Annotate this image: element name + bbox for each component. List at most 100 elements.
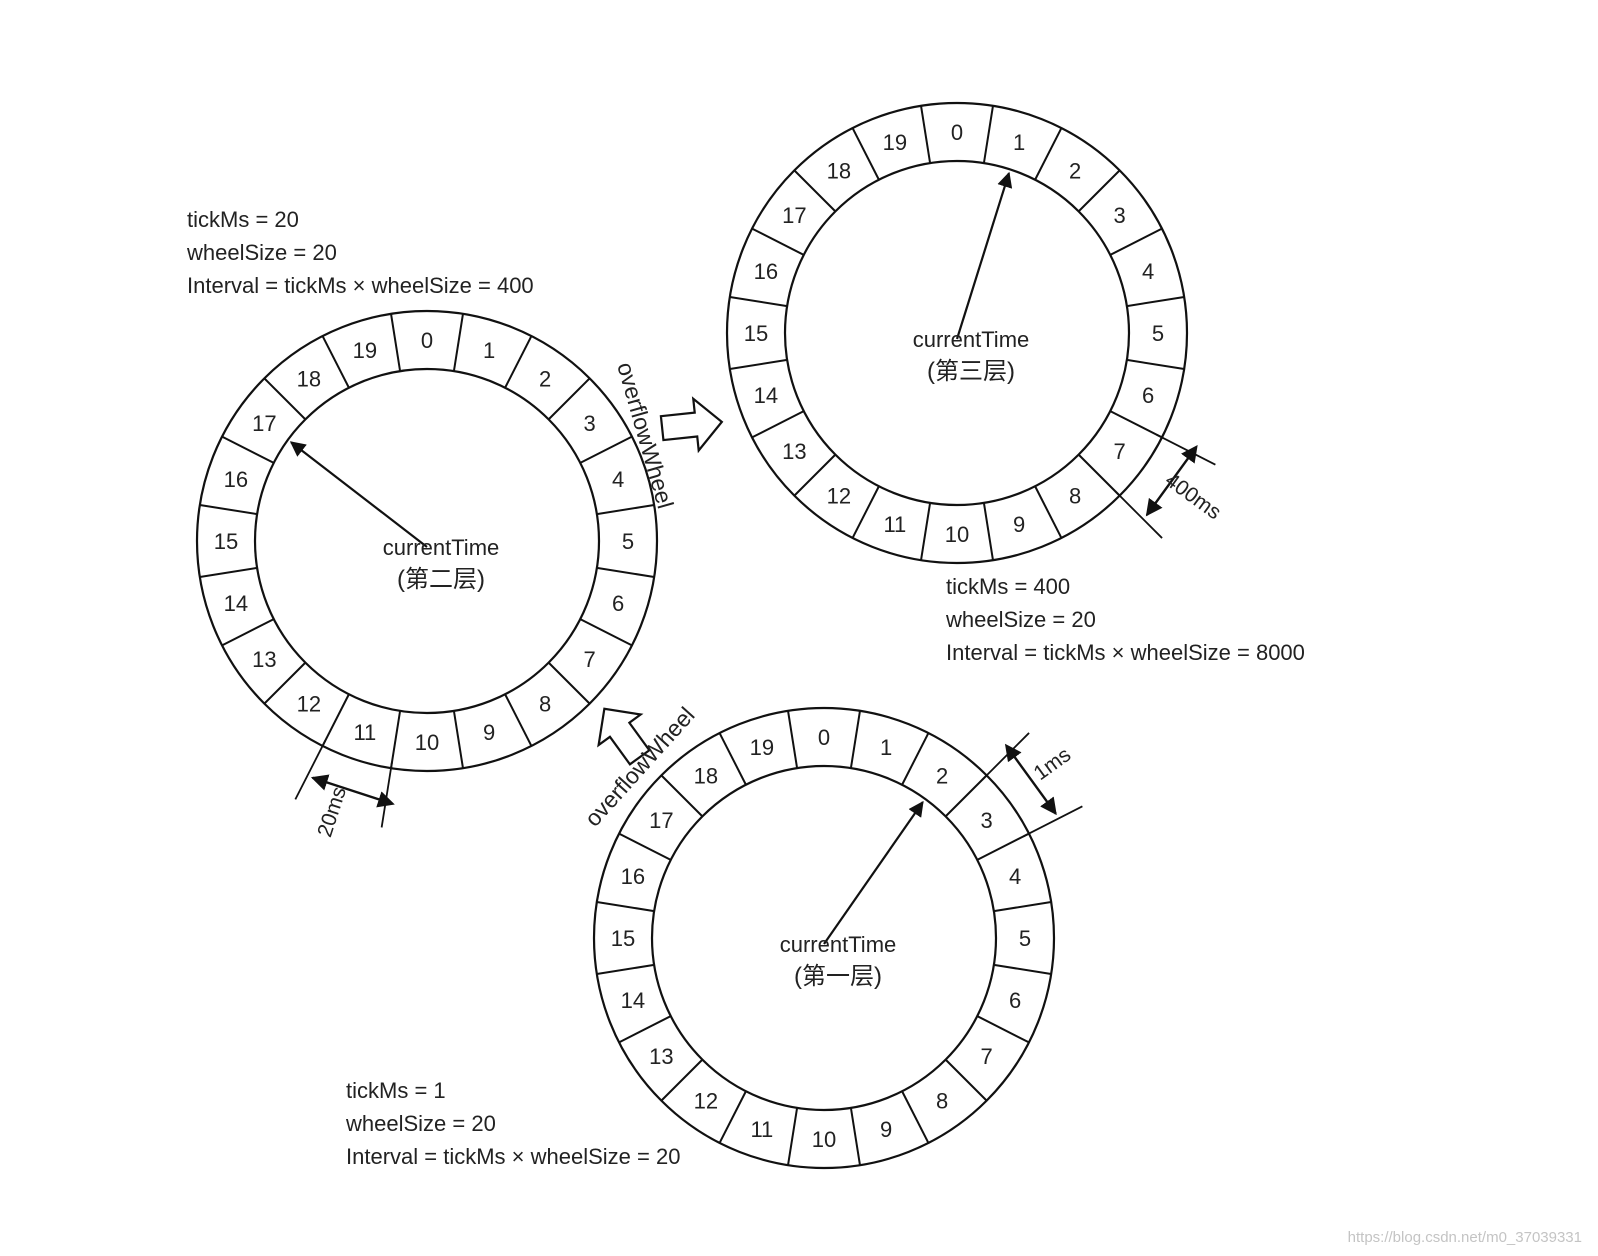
wheel-slot-divider: [751, 410, 805, 439]
center-layer: (第二层): [397, 566, 485, 593]
slot-label: 6: [1009, 988, 1021, 1013]
param-tickms: tickMs = 1: [346, 1078, 446, 1103]
wheel-inner-ring: [253, 367, 601, 715]
slot-label: 8: [936, 1089, 948, 1114]
slot-label: 12: [827, 484, 851, 509]
slot-label: 8: [1069, 484, 1081, 509]
slot-label: 10: [415, 730, 439, 755]
wheel-slot-divider: [920, 105, 932, 164]
param-tickms: tickMs = 400: [946, 574, 1071, 599]
wheel-slot-divider: [851, 127, 880, 181]
slot-label: 1: [483, 338, 495, 363]
wheel-slot-divider: [787, 1107, 799, 1166]
slot-label: 2: [1069, 158, 1081, 183]
wheel-slot-divider: [729, 358, 788, 370]
slot-label: 17: [252, 411, 276, 436]
center-layer: (第一层): [794, 963, 882, 990]
wheel-slot-divider: [982, 502, 994, 561]
slot-label: 12: [297, 692, 321, 717]
wheel-slot-divider: [390, 710, 402, 769]
wheel-slot-divider: [1077, 453, 1121, 497]
wheel-slot-divider: [982, 105, 994, 164]
slot-label: 13: [782, 439, 806, 464]
slot-label: 16: [621, 864, 645, 889]
slot-label: 2: [539, 366, 551, 391]
slot-label: 7: [583, 647, 595, 672]
wheel-slot-divider: [976, 832, 1030, 861]
tick-extension-line: [1023, 805, 1083, 838]
wheel-slot-divider: [660, 774, 704, 818]
wheel-slot-divider: [504, 335, 533, 389]
tick-size-arrow: [1004, 743, 1057, 816]
tick-size-arrow: [310, 774, 395, 808]
slot-label: 13: [252, 647, 276, 672]
overflow-label-lower: overflowWheel: [579, 702, 699, 831]
tick-size-arrow: [1145, 445, 1198, 517]
slot-label: 6: [612, 591, 624, 616]
wheel-slot-divider: [729, 296, 788, 308]
slot-label: 17: [782, 203, 806, 228]
wheel-slot-divider: [618, 1015, 672, 1044]
slot-label: 16: [754, 259, 778, 284]
overflow-arrow-level2-to-level3: [659, 396, 724, 454]
slot-label: 2: [936, 763, 948, 788]
slot-label: 7: [980, 1044, 992, 1069]
current-time-pointer: [289, 441, 428, 548]
param-wheelsize: wheelSize = 20: [346, 1111, 496, 1136]
slot-label: 15: [611, 926, 635, 951]
slot-label: 11: [883, 512, 906, 537]
watermark: https://blog.csdn.net/m0_37039331: [1347, 1229, 1582, 1246]
slot-label: 4: [612, 467, 624, 492]
wheel-slot-divider: [1034, 485, 1063, 539]
wheel-slot-divider: [993, 901, 1052, 913]
tick-size-label: 400ms: [1161, 469, 1226, 525]
slot-label: 1: [880, 735, 892, 760]
wheel-slot-divider: [618, 832, 672, 861]
wheel-slot-divider: [596, 566, 655, 578]
wheel-slot-divider: [263, 661, 307, 705]
slot-label: 5: [1019, 926, 1031, 951]
param-wheelsize: wheelSize = 20: [946, 607, 1096, 632]
wheel-slot-divider: [901, 1090, 930, 1144]
slot-label: 3: [1113, 203, 1125, 228]
wheel-slot-divider: [1034, 127, 1063, 181]
wheel-slot-divider: [221, 435, 275, 464]
slot-label: 0: [421, 328, 433, 353]
params-level-1: tickMs = 1 wheelSize = 20 Interval = tic…: [346, 1074, 680, 1173]
wheel-slot-divider: [660, 1058, 704, 1102]
param-interval: Interval = tickMs × wheelSize = 8000: [946, 640, 1305, 665]
slot-label: 13: [649, 1044, 673, 1069]
slot-label: 19: [353, 338, 377, 363]
center-title: currentTime: [383, 535, 500, 560]
wheel-slot-divider: [920, 502, 932, 561]
current-time-pointer: [823, 800, 924, 945]
wheel-slot-divider: [849, 1107, 861, 1166]
wheel-slot-divider: [596, 504, 655, 516]
wheel-slot-divider: [390, 313, 402, 372]
wheel-slot-divider: [793, 453, 837, 497]
wheel-slot-divider: [1109, 227, 1163, 256]
params-level-2: tickMs = 20 wheelSize = 20 Interval = ti…: [187, 203, 534, 302]
wheel-slot-divider: [596, 963, 655, 975]
wheel-slot-divider: [976, 1015, 1030, 1044]
wheel-slot-divider: [199, 566, 258, 578]
slot-label: 18: [694, 763, 718, 788]
params-level-3: tickMs = 400 wheelSize = 20 Interval = t…: [946, 570, 1305, 669]
tick-extension-line: [981, 732, 1030, 781]
slot-label: 3: [980, 808, 992, 833]
wheel-slot-divider: [452, 313, 464, 372]
wheel-slot-divider: [787, 710, 799, 769]
slot-label: 11: [750, 1117, 773, 1142]
slot-label: 6: [1142, 383, 1154, 408]
slot-label: 5: [622, 529, 634, 554]
tick-extension-line: [380, 762, 393, 828]
slot-label: 18: [297, 366, 321, 391]
slot-label: 14: [224, 591, 248, 616]
overflow-arrow-level1-to-level2: [597, 707, 651, 766]
slot-label: 8: [539, 692, 551, 717]
slot-label: 18: [827, 158, 851, 183]
wheel-slot-divider: [793, 169, 837, 213]
